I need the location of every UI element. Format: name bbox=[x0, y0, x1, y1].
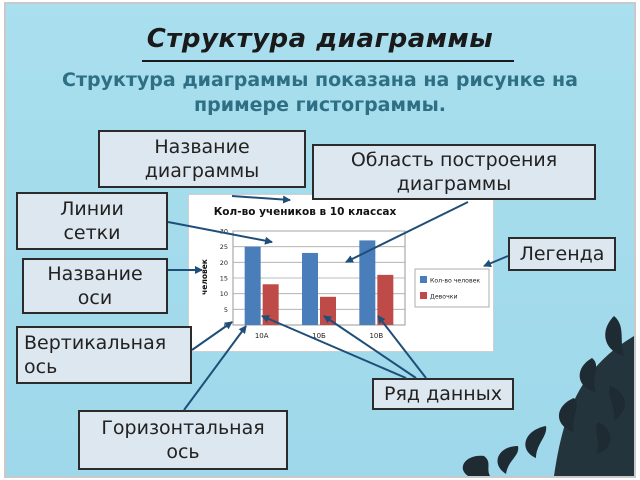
x-tick-label: 10В bbox=[369, 332, 383, 340]
callout-horizontal-axis-line-1: Горизонтальная bbox=[101, 417, 265, 439]
callout-gridlines: Линии сетки bbox=[16, 192, 168, 250]
y-tick-label: 15 bbox=[220, 275, 228, 283]
callout-gridlines-line-2: сетки bbox=[63, 222, 121, 244]
callout-axis-title-line-2: оси bbox=[77, 287, 113, 309]
legend-label: Девочки bbox=[430, 294, 458, 301]
bar bbox=[359, 240, 376, 325]
callout-plot-area-line-2: диаграммы bbox=[396, 173, 512, 195]
bar bbox=[320, 296, 336, 325]
callout-legend-text: Легенда bbox=[519, 243, 605, 265]
bar bbox=[377, 274, 394, 325]
subtitle-line-2: примере гистограммы. bbox=[194, 94, 446, 116]
callout-legend: Легенда bbox=[508, 237, 616, 271]
y-tick-label: 20 bbox=[220, 259, 228, 267]
legend-frame bbox=[414, 268, 490, 308]
callout-horizontal-axis-line-2: ось bbox=[166, 441, 200, 463]
decorative-leaves-graphic bbox=[462, 316, 634, 476]
bar bbox=[262, 284, 279, 325]
callout-gridlines-line-1: Линии bbox=[60, 198, 124, 220]
callout-data-series: Ряд данных bbox=[372, 378, 514, 410]
callout-vertical-axis-line-2: ось bbox=[24, 356, 58, 378]
x-tick-label: 10Б bbox=[312, 332, 326, 340]
callout-plot-area-line-1: Область построения bbox=[350, 149, 558, 171]
callout-vertical-axis-line-1: Вертикальная bbox=[24, 332, 167, 354]
title-underline bbox=[142, 60, 514, 62]
callout-data-series-text: Ряд данных bbox=[384, 383, 502, 405]
legend-swatch bbox=[420, 276, 427, 283]
callout-chart-title-line-1: Название bbox=[154, 136, 250, 158]
callout-axis-title-line-1: Название bbox=[47, 263, 143, 285]
y-tick-label: 10 bbox=[220, 290, 228, 298]
callout-vertical-axis: Вертикальная ось bbox=[16, 326, 192, 384]
callout-horizontal-axis: Горизонтальная ось bbox=[78, 410, 288, 470]
x-tick-label: 10А bbox=[255, 332, 269, 340]
legend-label: Кол-во человек bbox=[430, 278, 480, 285]
legend-swatch bbox=[420, 292, 427, 299]
bar bbox=[302, 252, 318, 325]
y-tick-label: 30 bbox=[220, 228, 228, 236]
y-axis-label: человек bbox=[200, 259, 209, 295]
slide-title: Структура диаграммы bbox=[146, 24, 494, 54]
callout-axis-title: Название оси bbox=[22, 258, 168, 314]
callout-chart-title-line-2: диаграммы bbox=[144, 160, 260, 182]
callout-plot-area: Область построения диаграммы bbox=[312, 144, 596, 200]
plot-area: 0 5 10 15 20 25 30 10А 10Б 10В bbox=[220, 228, 406, 340]
callout-chart-title: Название диаграммы bbox=[98, 130, 306, 188]
slide-subtitle: Структура диаграммы показана на рисунке … bbox=[16, 68, 624, 118]
slide: Структура диаграммы Структура диаграммы … bbox=[4, 2, 636, 478]
y-tick-label: 0 bbox=[224, 322, 228, 330]
bar bbox=[244, 246, 261, 325]
chart-title: Кол-во учеников в 10 классах bbox=[214, 206, 397, 218]
y-tick-label: 5 bbox=[224, 306, 228, 314]
y-tick-label: 25 bbox=[220, 243, 228, 251]
subtitle-line-1: Структура диаграммы показана на рисунке … bbox=[62, 69, 578, 91]
